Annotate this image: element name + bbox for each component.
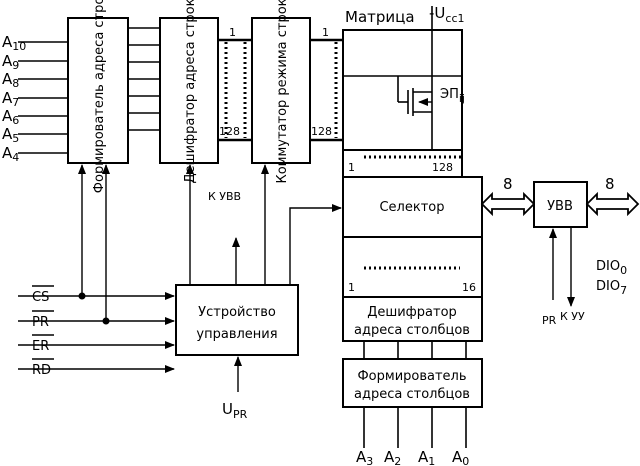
colformer-to-coldecoder-lines <box>363 341 467 359</box>
dio7-label: DIO7 <box>596 279 627 297</box>
cs-signal-label: CS <box>32 290 49 305</box>
matrix-to-selector-bus <box>342 149 463 178</box>
column-former-label-2: адреса столбцов <box>354 387 470 402</box>
coldecoder-last-index: 16 <box>462 281 476 294</box>
column-address-label: A3 <box>356 448 373 466</box>
row-address-decoder-label: Дешифратор адреса строк <box>183 0 198 183</box>
column-address-labels: A3 A2 A1 A0 <box>356 448 469 466</box>
control-unit-label-2: управления <box>196 327 277 342</box>
coldecoder-strip <box>342 236 483 298</box>
row-address-label: A6 <box>2 107 19 127</box>
selector-block <box>342 176 483 238</box>
selector-bus-width: 8 <box>503 175 513 193</box>
column-address-label: A2 <box>384 448 401 466</box>
matrix-column-last-index: 128 <box>432 161 453 174</box>
memory-cell-symbol <box>343 30 462 150</box>
column-former-block <box>342 358 483 408</box>
memory-matrix-block <box>342 29 463 151</box>
control-unit-block <box>175 284 299 356</box>
row-address-decoder-block <box>159 17 219 164</box>
rd-signal-label: RD <box>32 363 51 378</box>
column-address-label: A1 <box>418 448 435 466</box>
selector-uvv-bus-arrow <box>480 191 536 217</box>
row-address-label: A7 <box>2 89 19 109</box>
former-to-decoder-lines <box>128 27 160 131</box>
column-former-label-1: Формирователь <box>357 369 466 384</box>
row-address-former-label: Формирователь адреса строк <box>92 0 107 193</box>
row-mode-switch-block <box>251 17 311 164</box>
row-address-lines <box>18 41 68 154</box>
row-address-label: A10 <box>2 33 26 53</box>
switch-to-matrix-bus <box>310 38 343 142</box>
row-address-label: A8 <box>2 70 19 90</box>
memory-cell-label: ЭПij <box>440 87 465 105</box>
control-signal-labels: CS PR ER RD <box>32 285 54 378</box>
control-to-selector-arrow <box>289 204 342 285</box>
coldecoder-first-index: 1 <box>348 281 355 294</box>
selector-to-coldecoder-bus <box>342 236 483 298</box>
decoder-bus-first-index: 1 <box>229 26 236 39</box>
upr-label: UPR <box>222 400 248 421</box>
ucc-supply-label: -Ucc1 <box>429 4 465 25</box>
matrix-title: Матрица <box>345 8 415 26</box>
decoder-bus-last-index: 128 <box>219 125 240 138</box>
column-decoder-label-1: Дешифратор <box>367 305 457 320</box>
column-address-lines <box>363 407 467 448</box>
to-control-unit-label: К УУ <box>560 310 585 323</box>
column-decoder-label-2: адреса столбцов <box>354 323 470 338</box>
to-uvv-label: К УВВ <box>208 190 241 203</box>
switch-bus-first-index: 1 <box>322 26 329 39</box>
data-bus-width: 8 <box>605 175 615 193</box>
pr-signal-label: PR <box>32 315 49 330</box>
row-address-former-block <box>67 17 129 164</box>
switch-bus-last-index: 128 <box>311 125 332 138</box>
row-address-label: A4 <box>2 144 19 164</box>
decoder-to-switch-bus <box>218 38 252 142</box>
control-signal-lines <box>18 292 175 373</box>
control-unit-label-1: Устройство <box>198 305 276 320</box>
row-address-labels: A10 A9 A8 A7 A6 A5 A4 <box>2 33 26 164</box>
dio0-label: DIO0 <box>596 259 627 277</box>
data-io-bus-arrow <box>585 191 640 217</box>
column-decoder-block <box>342 296 483 342</box>
matrix-column-first-index: 1 <box>348 161 355 174</box>
cs-pr-taps-to-former <box>78 164 110 325</box>
pr-uvv-label: PR <box>542 314 557 327</box>
selector-label: Селектор <box>379 200 444 215</box>
column-address-label: A0 <box>452 448 469 466</box>
row-mode-switch-label: Коммутатор режима строк <box>275 0 290 184</box>
row-address-label: A9 <box>2 52 19 72</box>
io-device-label: УВВ <box>547 199 573 214</box>
er-signal-label: ER <box>32 339 49 354</box>
row-address-label: A5 <box>2 125 19 145</box>
